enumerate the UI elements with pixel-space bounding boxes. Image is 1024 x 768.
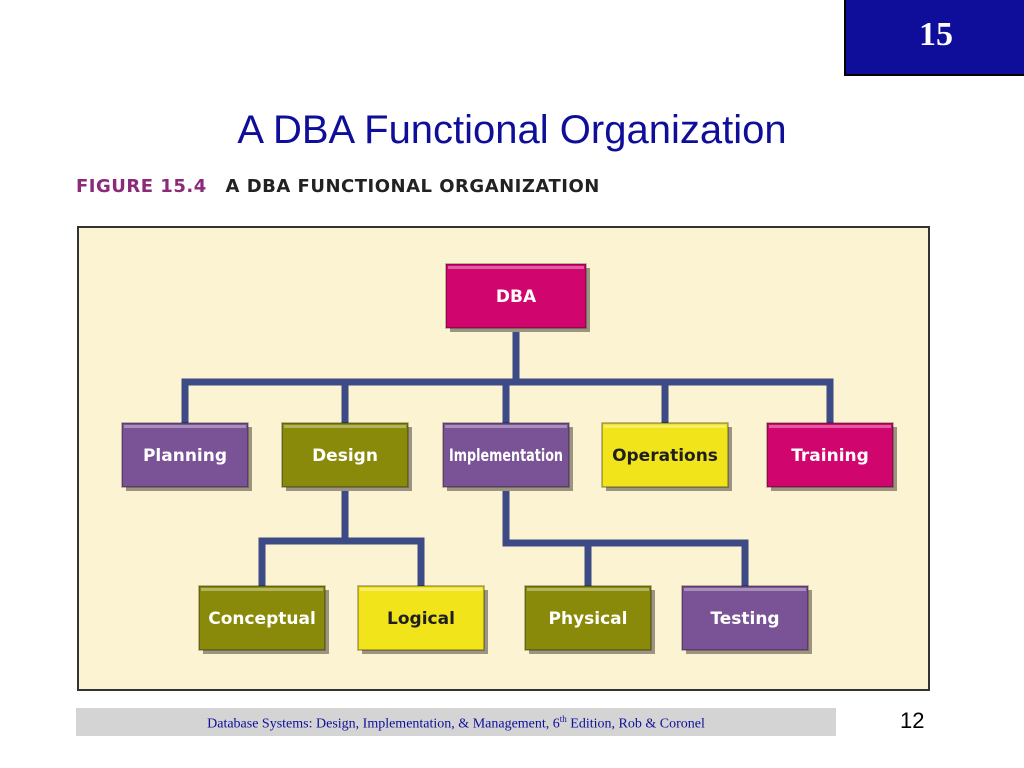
org-box-label: Testing <box>710 609 779 629</box>
org-boxes: DBA Planning Design Implementation Operation… <box>121 263 897 654</box>
org-box-testing: Testing <box>681 585 812 654</box>
org-box-label: Operations <box>612 446 718 466</box>
org-box-highlight <box>448 266 584 269</box>
org-box-highlight <box>445 425 567 428</box>
org-box-operations: Operations <box>601 422 732 491</box>
org-box-conceptual: Conceptual <box>198 585 329 654</box>
org-box-label: Conceptual <box>208 609 316 629</box>
chapter-number-box: 15 <box>844 0 1024 76</box>
chapter-number: 15 <box>919 16 953 53</box>
org-box-highlight <box>684 588 806 591</box>
slide-title: A DBA Functional Organization <box>237 108 787 152</box>
org-box-label: Logical <box>387 609 455 629</box>
org-box-highlight <box>360 588 482 591</box>
footer-citation: Database Systems: Design, Implementation… <box>76 714 836 733</box>
org-box-label: DBA <box>496 287 537 307</box>
org-box-rect <box>198 585 326 651</box>
org-box-highlight <box>527 588 649 591</box>
org-box-label: Training <box>791 446 869 466</box>
org-box-training: Training <box>766 422 897 491</box>
org-box-logical: Logical <box>357 585 488 654</box>
org-box-highlight <box>284 425 406 428</box>
org-box-implementation: Implementation <box>442 422 573 491</box>
org-box-label: Design <box>312 446 378 466</box>
org-box-label: Implementation <box>449 446 563 466</box>
org-box-dba: DBA <box>445 263 590 332</box>
footer-bar <box>76 708 836 736</box>
org-box-highlight <box>124 425 246 428</box>
page-number: 12 <box>900 708 925 733</box>
footer-superscript: th <box>559 714 567 724</box>
org-box-rect <box>681 585 809 651</box>
org-box-highlight <box>604 425 726 428</box>
org-box-rect <box>357 585 485 651</box>
org-box-label: Planning <box>143 446 227 466</box>
diagram-panel: DBA Planning Design Implementation Operation… <box>77 226 930 691</box>
footer-text-after: Edition, Rob & Coronel <box>566 716 705 732</box>
org-box-rect <box>524 585 652 651</box>
figure-caption: FIGURE 15.4 A DBA FUNCTIONAL ORGANIZATIO… <box>76 176 600 197</box>
org-box-physical: Physical <box>524 585 655 654</box>
org-box-rect <box>442 422 570 488</box>
org-box-highlight <box>201 588 323 591</box>
figure-number: FIGURE 15.4 <box>76 176 207 197</box>
org-box-design: Design <box>281 422 412 491</box>
org-box-rect <box>601 422 729 488</box>
org-box-rect <box>445 263 587 329</box>
org-box-planning: Planning <box>121 422 252 491</box>
connectors <box>181 324 834 590</box>
org-chart: DBA Planning Design Implementation Operation… <box>121 263 897 654</box>
org-box-label: Physical <box>549 609 628 629</box>
org-box-rect <box>121 422 249 488</box>
figure-title: A DBA FUNCTIONAL ORGANIZATION <box>225 176 600 197</box>
org-box-rect <box>281 422 409 488</box>
org-box-rect <box>766 422 894 488</box>
footer-text-before: Database Systems: Design, Implementation… <box>207 716 560 732</box>
org-box-highlight <box>769 425 891 428</box>
